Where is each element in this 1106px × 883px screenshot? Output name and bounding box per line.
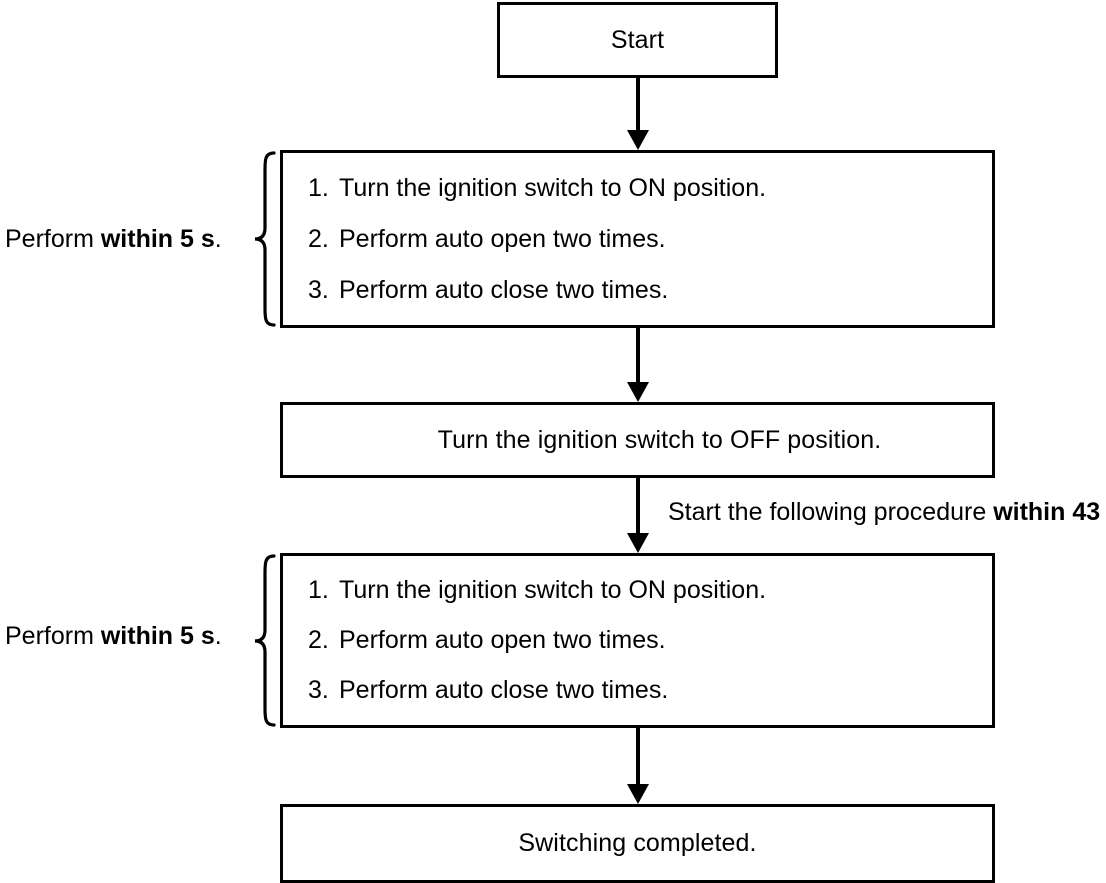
node-switching-completed-label: Switching completed. (518, 829, 757, 857)
node-ignition-off: Turn the ignition switch to OFF position… (280, 402, 995, 478)
list-item: 3. Perform auto close two times. (308, 275, 992, 304)
annotation-emphasis: within 5 s (100, 225, 215, 253)
connector-procedure-2-to-completed (627, 728, 649, 804)
connector-start-to-procedure-1 (627, 78, 649, 150)
step-number: 2. (308, 626, 329, 654)
curly-brace-icon (252, 553, 278, 728)
step-text: Turn the ignition switch to ON position. (339, 576, 767, 604)
list-item: 1. Turn the ignition switch to ON positi… (308, 173, 992, 202)
annotation-prefix: Perform (5, 622, 101, 650)
annotation-perform-within-5s-2: Perform within 5 s. (5, 622, 222, 651)
node-procedure-1: 1. Turn the ignition switch to ON positi… (280, 150, 995, 328)
step-text: Perform auto open two times. (339, 626, 666, 654)
step-number: 1. (308, 173, 329, 202)
step-text: Turn the ignition switch to ON position. (339, 173, 767, 202)
node-switching-completed: Switching completed. (280, 804, 995, 883)
annotation-prefix: Start the following procedure (668, 498, 994, 526)
list-item: 1. Turn the ignition switch to ON positi… (308, 578, 992, 603)
annotation-emphasis: within 43 s (993, 498, 1106, 526)
connector-ignition-off-to-procedure-2 (627, 478, 649, 553)
step-number: 1. (308, 576, 329, 604)
annotation-perform-within-5s-1: Perform within 5 s. (5, 225, 222, 254)
step-number: 3. (308, 676, 329, 704)
annotation-prefix: Perform (5, 225, 101, 253)
curly-brace-icon (252, 150, 278, 328)
node-start: Start (497, 2, 778, 78)
annotation-start-following-within-43s: Start the following procedure within 43 … (668, 498, 1106, 527)
node-procedure-2: 1. Turn the ignition switch to ON positi… (280, 553, 995, 728)
annotation-suffix: . (214, 225, 222, 253)
step-text: Perform auto open two times. (339, 224, 666, 253)
node-ignition-off-inner: Turn the ignition switch to OFF position… (283, 426, 992, 455)
list-item: 2. Perform auto open two times. (308, 628, 992, 653)
step-text: Perform auto close two times. (339, 275, 669, 304)
step-number: 3. (308, 275, 329, 304)
step-number: 2. (308, 224, 329, 253)
procedure-2-step-list: 1. Turn the ignition switch to ON positi… (308, 556, 992, 725)
step-text: Perform auto close two times. (339, 676, 669, 704)
connector-procedure-1-to-ignition-off (627, 328, 649, 402)
annotation-suffix: . (214, 622, 222, 650)
list-item: 3. Perform auto close two times. (308, 678, 992, 703)
node-ignition-off-label: Turn the ignition switch to OFF position… (437, 425, 882, 454)
procedure-1-step-list: 1. Turn the ignition switch to ON positi… (308, 153, 992, 325)
annotation-emphasis: within 5 s (100, 622, 215, 650)
list-item: 2. Perform auto open two times. (308, 224, 992, 253)
node-start-label: Start (610, 25, 665, 54)
